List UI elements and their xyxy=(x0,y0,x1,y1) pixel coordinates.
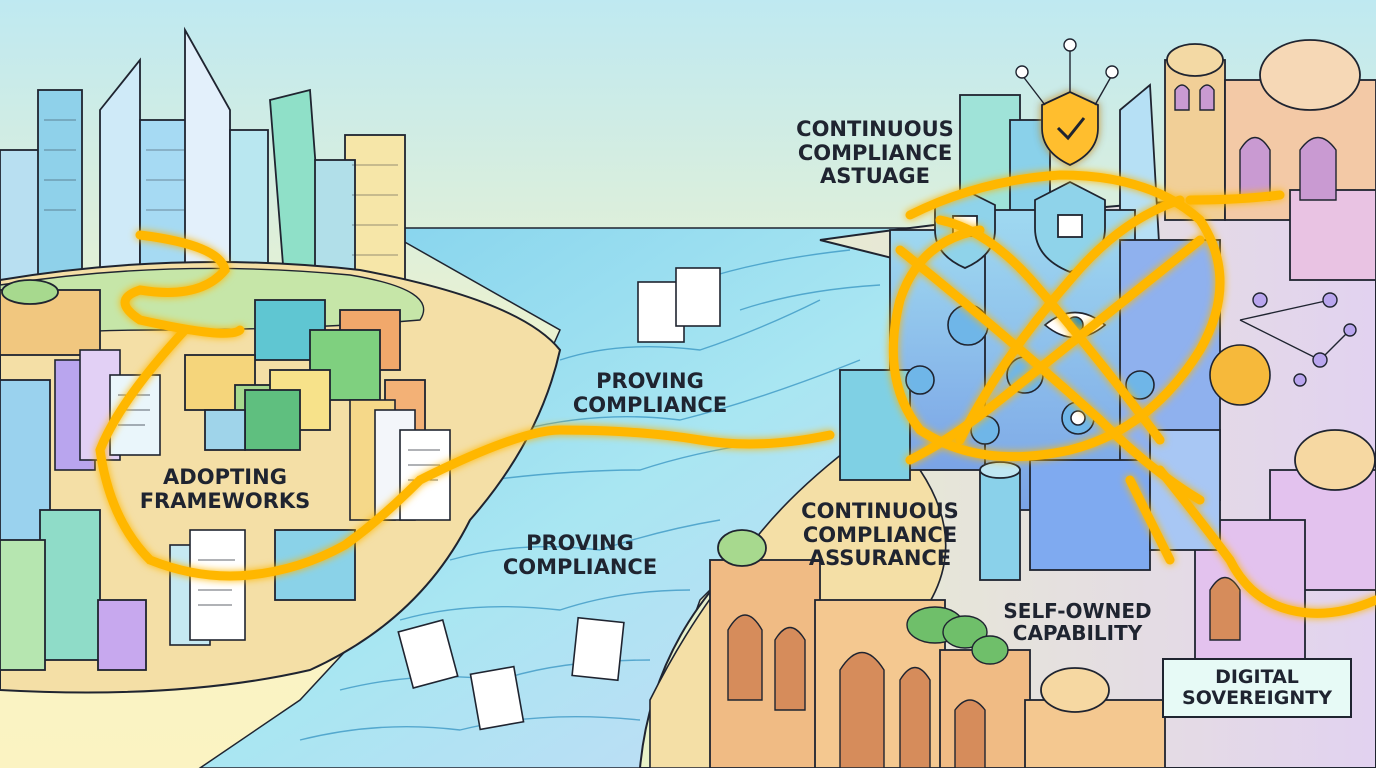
left-foreground-buildings xyxy=(0,279,147,671)
proving-compliance-label-lower: PROVING COMPLIANCE xyxy=(470,531,690,579)
self-owned-capability-label: SELF-OWNED CAPABILITY xyxy=(990,600,1165,645)
adopting-frameworks-line-1: ADOPTING xyxy=(163,465,287,489)
arched-wall-openings xyxy=(727,576,1241,768)
self-owned-line-1: SELF-OWNED xyxy=(1003,599,1152,623)
digital-sovereignty-line-1: DIGITAL xyxy=(1215,666,1299,688)
proving-compliance-label-upper: PROVING COMPLIANCE xyxy=(540,369,760,417)
greenery xyxy=(906,606,1009,665)
continuous-compliance-astuage-label: CONTINUOUS COMPLIANCE ASTUAGE xyxy=(770,117,980,189)
adopting-frameworks-line-2: FRAMEWORKS xyxy=(139,488,311,513)
proving-compliance-lower-line-2: COMPLIANCE xyxy=(502,554,658,579)
left-skyline-windows xyxy=(44,119,398,256)
proving-compliance-upper-line-1: PROVING xyxy=(596,369,704,393)
framework-cubes xyxy=(184,299,426,601)
glowing-path xyxy=(95,170,1376,618)
cc-assurance-line-1: CONTINUOUS xyxy=(801,499,959,523)
self-owned-line-2: CAPABILITY xyxy=(1012,621,1143,646)
cc-astuage-line-3: ASTUAGE xyxy=(820,164,930,189)
cc-assurance-line-3: ASSURANCE xyxy=(808,546,952,571)
floating-document-icons xyxy=(397,267,721,731)
adopting-frameworks-label: ADOPTING FRAMEWORKS xyxy=(120,465,330,513)
digital-sovereignty-line-2: SOVEREIGNTY xyxy=(1182,687,1332,710)
cc-assurance-line-2: COMPLIANCE xyxy=(802,522,958,547)
proving-compliance-lower-line-1: PROVING xyxy=(526,531,634,555)
network-nodes-icon xyxy=(1015,38,1357,387)
cc-astuage-line-1: CONTINUOUS xyxy=(796,117,954,141)
cc-astuage-line-2: COMPLIANCE xyxy=(797,140,953,165)
digital-sovereignty-label: DIGITAL SOVEREIGNTY xyxy=(1162,658,1352,718)
continuous-compliance-assurance-label: CONTINUOUS COMPLIANCE ASSURANCE xyxy=(770,499,990,571)
proving-compliance-upper-line-2: COMPLIANCE xyxy=(572,392,728,417)
arch-windows xyxy=(1174,84,1337,201)
shield-check-icon xyxy=(1041,91,1099,166)
